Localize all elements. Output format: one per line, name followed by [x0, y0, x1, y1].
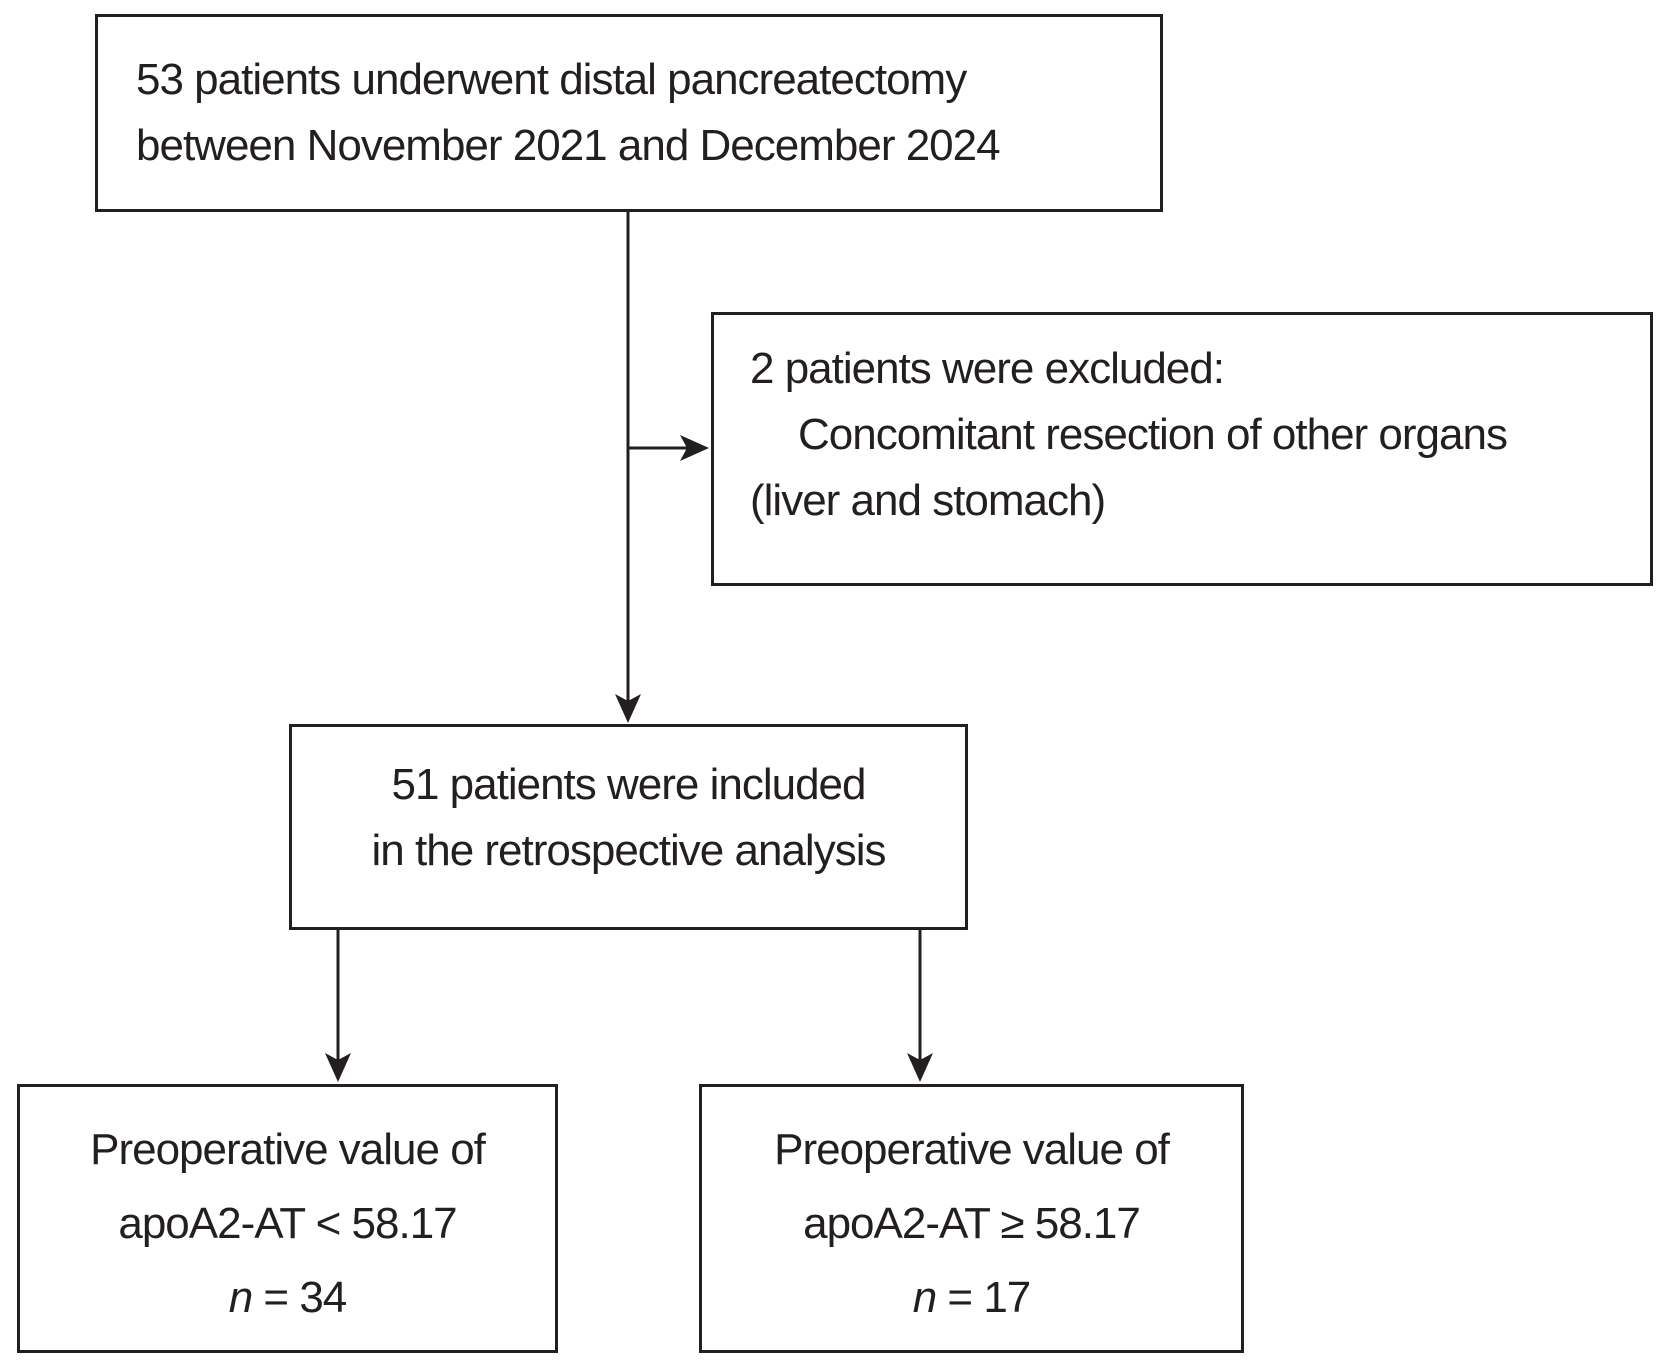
- box-enrolled-patients: 53 patients underwent distal pancreatect…: [95, 14, 1163, 212]
- connector-included-to-high-group: [907, 929, 933, 1082]
- connector-trunk-to-excluded: [628, 435, 709, 461]
- connector-enrolled-to-included: [615, 211, 641, 723]
- high-group-line-1: Preoperative value of: [774, 1124, 1170, 1174]
- high-group-n-line: n = 17: [702, 1261, 1241, 1335]
- included-line-2: in the retrospective analysis: [371, 826, 887, 875]
- excluded-line-1: 2 patients were excluded:: [750, 344, 1225, 393]
- included-line-1: 51 patients were included: [391, 760, 867, 809]
- box-apoa2-high-group: Preoperative value of apoA2-AT ≥ 58.17 n…: [699, 1084, 1244, 1353]
- excluded-line-2: Concomitant resection of other organs: [798, 410, 1508, 459]
- enrolled-line-2: between November 2021 and December 2024: [136, 121, 1001, 170]
- box-excluded-patients: 2 patients were excluded: Concomitant re…: [711, 312, 1653, 586]
- low-group-n-line: n = 34: [20, 1261, 555, 1335]
- excluded-line-3: (liver and stomach): [750, 476, 1106, 525]
- connector-included-to-low-group: [325, 929, 351, 1082]
- box-included-patients: 51 patients were included in the retrosp…: [289, 724, 968, 930]
- n-symbol: n: [228, 1272, 254, 1322]
- enrolled-line-1: 53 patients underwent distal pancreatect…: [136, 55, 967, 104]
- low-group-line-2: apoA2-AT < 58.17: [118, 1198, 457, 1248]
- high-group-line-2: apoA2-AT ≥ 58.17: [803, 1198, 1141, 1248]
- box-apoa2-low-group: Preoperative value of apoA2-AT < 58.17 n…: [17, 1084, 558, 1353]
- n-value: = 34: [252, 1272, 347, 1322]
- n-value: = 17: [936, 1272, 1031, 1322]
- n-symbol: n: [912, 1272, 938, 1322]
- low-group-line-1: Preoperative value of: [90, 1124, 486, 1174]
